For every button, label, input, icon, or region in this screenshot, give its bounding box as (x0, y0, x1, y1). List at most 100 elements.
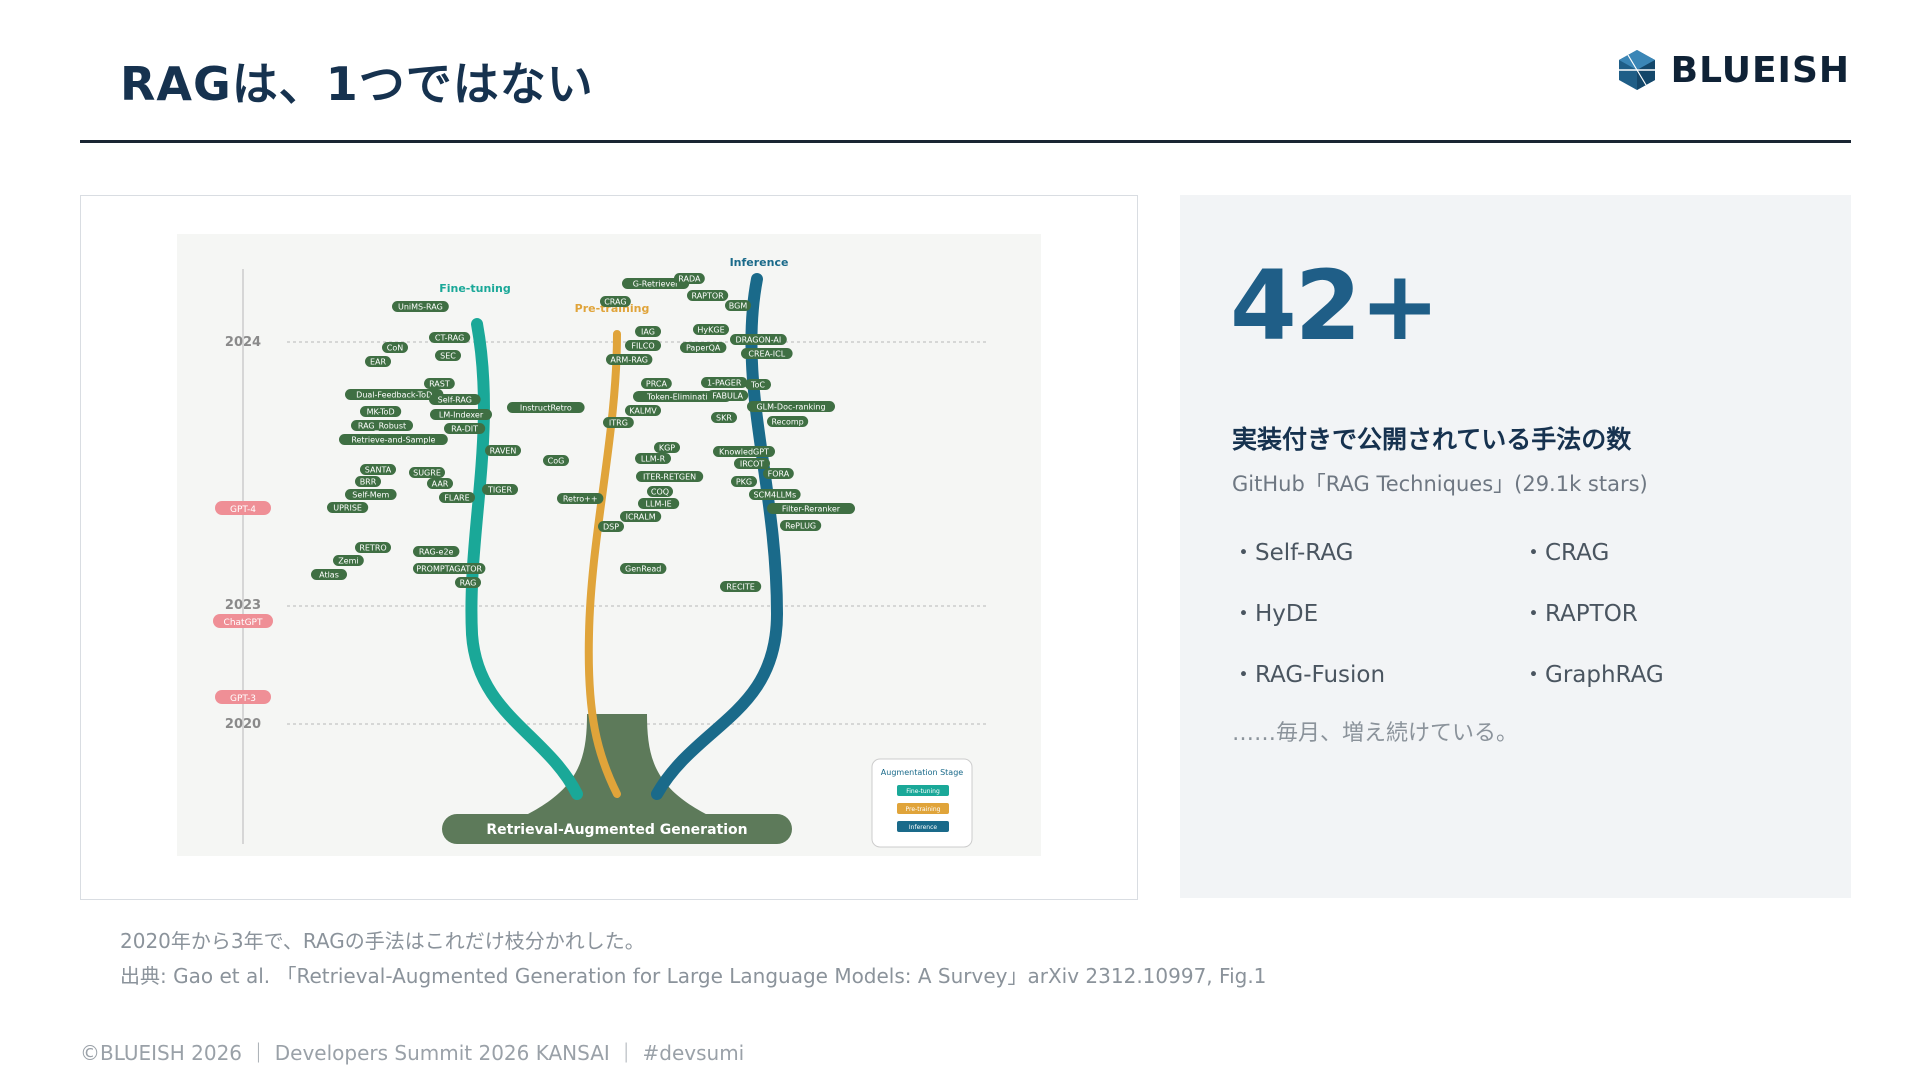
leaf-label: Recomp (771, 418, 803, 427)
trunk (507, 714, 727, 824)
leaf-node: RAG (455, 577, 481, 588)
leaf-node: KnowledGPT (713, 446, 775, 457)
leaf-node: LLM-R (635, 453, 671, 464)
leaf-label: Retrieve-and-Sample (351, 436, 435, 445)
technique-hyde: ・HyDE (1232, 601, 1319, 627)
leaf-box (654, 442, 680, 453)
milestone-gpt3-badge (215, 690, 271, 704)
leaf-label: PKG (736, 478, 752, 487)
leaf-box (711, 412, 737, 423)
leaf-box (625, 405, 661, 416)
leaf-node: Filter-Reranker (767, 503, 855, 514)
leaf-label: EAR (370, 358, 387, 367)
leaf-label: GenRead (625, 565, 661, 574)
leaf-label: DRAGON-AI (736, 336, 782, 345)
legend-title: Augmentation Stage (881, 768, 964, 777)
leaf-node: KGP (654, 442, 680, 453)
leaf-label: FABULA (712, 392, 743, 401)
leaf-node: EAR (365, 356, 391, 367)
leaf-box (693, 324, 729, 335)
leaf-box (311, 569, 347, 580)
year-2024: 2024 (225, 335, 261, 350)
footer: ©BLUEISH 2026 ｜ Developers Summit 2026 K… (80, 1041, 745, 1065)
leaf-box (767, 503, 855, 514)
leaf-node: FABULA (707, 390, 749, 401)
technique-self-rag: ・Self-RAG (1232, 540, 1354, 566)
leaf-node: ToC (745, 379, 771, 390)
leaf-node: KALMV (625, 405, 661, 416)
leaf-label: UPRISE (333, 504, 362, 513)
leaf-node: FORA (763, 468, 794, 479)
leaf-label: Atlas (319, 571, 339, 580)
leaf-label: Token-Elimination (646, 393, 717, 402)
leaf-box (355, 542, 391, 553)
leaf-label: RAST (429, 380, 450, 389)
leaf-box (424, 378, 455, 389)
leaf-box (345, 489, 397, 500)
leaf-box (485, 445, 521, 456)
branch-label-inference: Inference (730, 256, 789, 269)
root-label-box (442, 814, 792, 844)
leaf-label: LM-Indexer (439, 411, 484, 420)
leaf-label: Retro++ (563, 495, 598, 504)
leaf-box (622, 278, 690, 289)
leaf-box (327, 502, 369, 513)
branch-label-pre-training: Pre-training (575, 302, 650, 315)
leaf-box (633, 391, 732, 402)
year-2020: 2020 (225, 717, 261, 732)
leaf-box (430, 409, 492, 420)
leaf-label: RETRO (359, 544, 386, 553)
leaf-node: CoN (382, 342, 408, 353)
leaf-node: PKG (731, 476, 757, 487)
leaf-node: SKR (711, 412, 737, 423)
leaf-label: UniMS-RAG (398, 303, 443, 312)
leaf-box (620, 563, 667, 574)
leaf-box (730, 334, 787, 345)
leaf-node: LLM-IE (638, 498, 680, 509)
leaf-node: RETRO (355, 542, 391, 553)
leaf-box (351, 420, 413, 431)
pre-training-trunk (584, 330, 621, 798)
leaf-label: RePLUG (785, 522, 816, 531)
leaf-label: KGP (659, 444, 675, 453)
leaf-node: Retro++ (557, 493, 604, 504)
leaf-box (507, 402, 585, 413)
leaf-node: PaperQA (680, 342, 727, 353)
inference-trunk (651, 273, 784, 800)
leaf-box (429, 394, 481, 405)
leaf-box (435, 350, 461, 361)
leaf-label: G-Retriever (633, 280, 679, 289)
leaf-node: PROMPTAGATOR (413, 563, 486, 574)
legend-swatch-fine-tuning (897, 785, 949, 796)
leaf-box (731, 476, 757, 487)
header-divider (80, 140, 1851, 143)
technique-graphrag: ・GraphRAG (1522, 662, 1664, 688)
technique-crag: ・CRAG (1522, 540, 1610, 566)
leaf-label: SKR (716, 414, 732, 423)
leaf-node: UPRISE (327, 502, 369, 513)
leaf-label: ITER-RETGEN (643, 473, 696, 482)
leaf-node: BGM (725, 300, 751, 311)
leaf-node: CRAG (600, 296, 631, 307)
leaf-label: FILCO (631, 342, 654, 351)
leaf-box (635, 326, 661, 337)
leaf-box (620, 511, 662, 522)
leaf-box (439, 492, 475, 503)
milestone-gpt4-badge (215, 501, 271, 515)
leaf-label: Self-Mem (352, 491, 389, 500)
leaf-node: ARM-RAG (606, 354, 653, 365)
leaf-node: InstructRetro (507, 402, 585, 413)
blueish-logo-icon (1618, 50, 1655, 90)
leaf-label: GLM-Doc-ranking (756, 403, 825, 412)
leaf-node: Zemi (333, 555, 364, 566)
leaf-box (780, 520, 822, 531)
leaf-node: RAVEN (485, 445, 521, 456)
leaf-label: RAG (460, 579, 477, 588)
leaf-label: Self-RAG (438, 396, 472, 405)
stat-description: 実装付きで公開されている手法の数 (1232, 425, 1632, 454)
leaf-label: COQ (651, 488, 669, 497)
logo: BLUEISH (1615, 48, 1850, 92)
leaf-label: RAPTOR (691, 292, 724, 301)
leaf-box (603, 417, 634, 428)
legend-swatch-pre-training (897, 803, 949, 814)
